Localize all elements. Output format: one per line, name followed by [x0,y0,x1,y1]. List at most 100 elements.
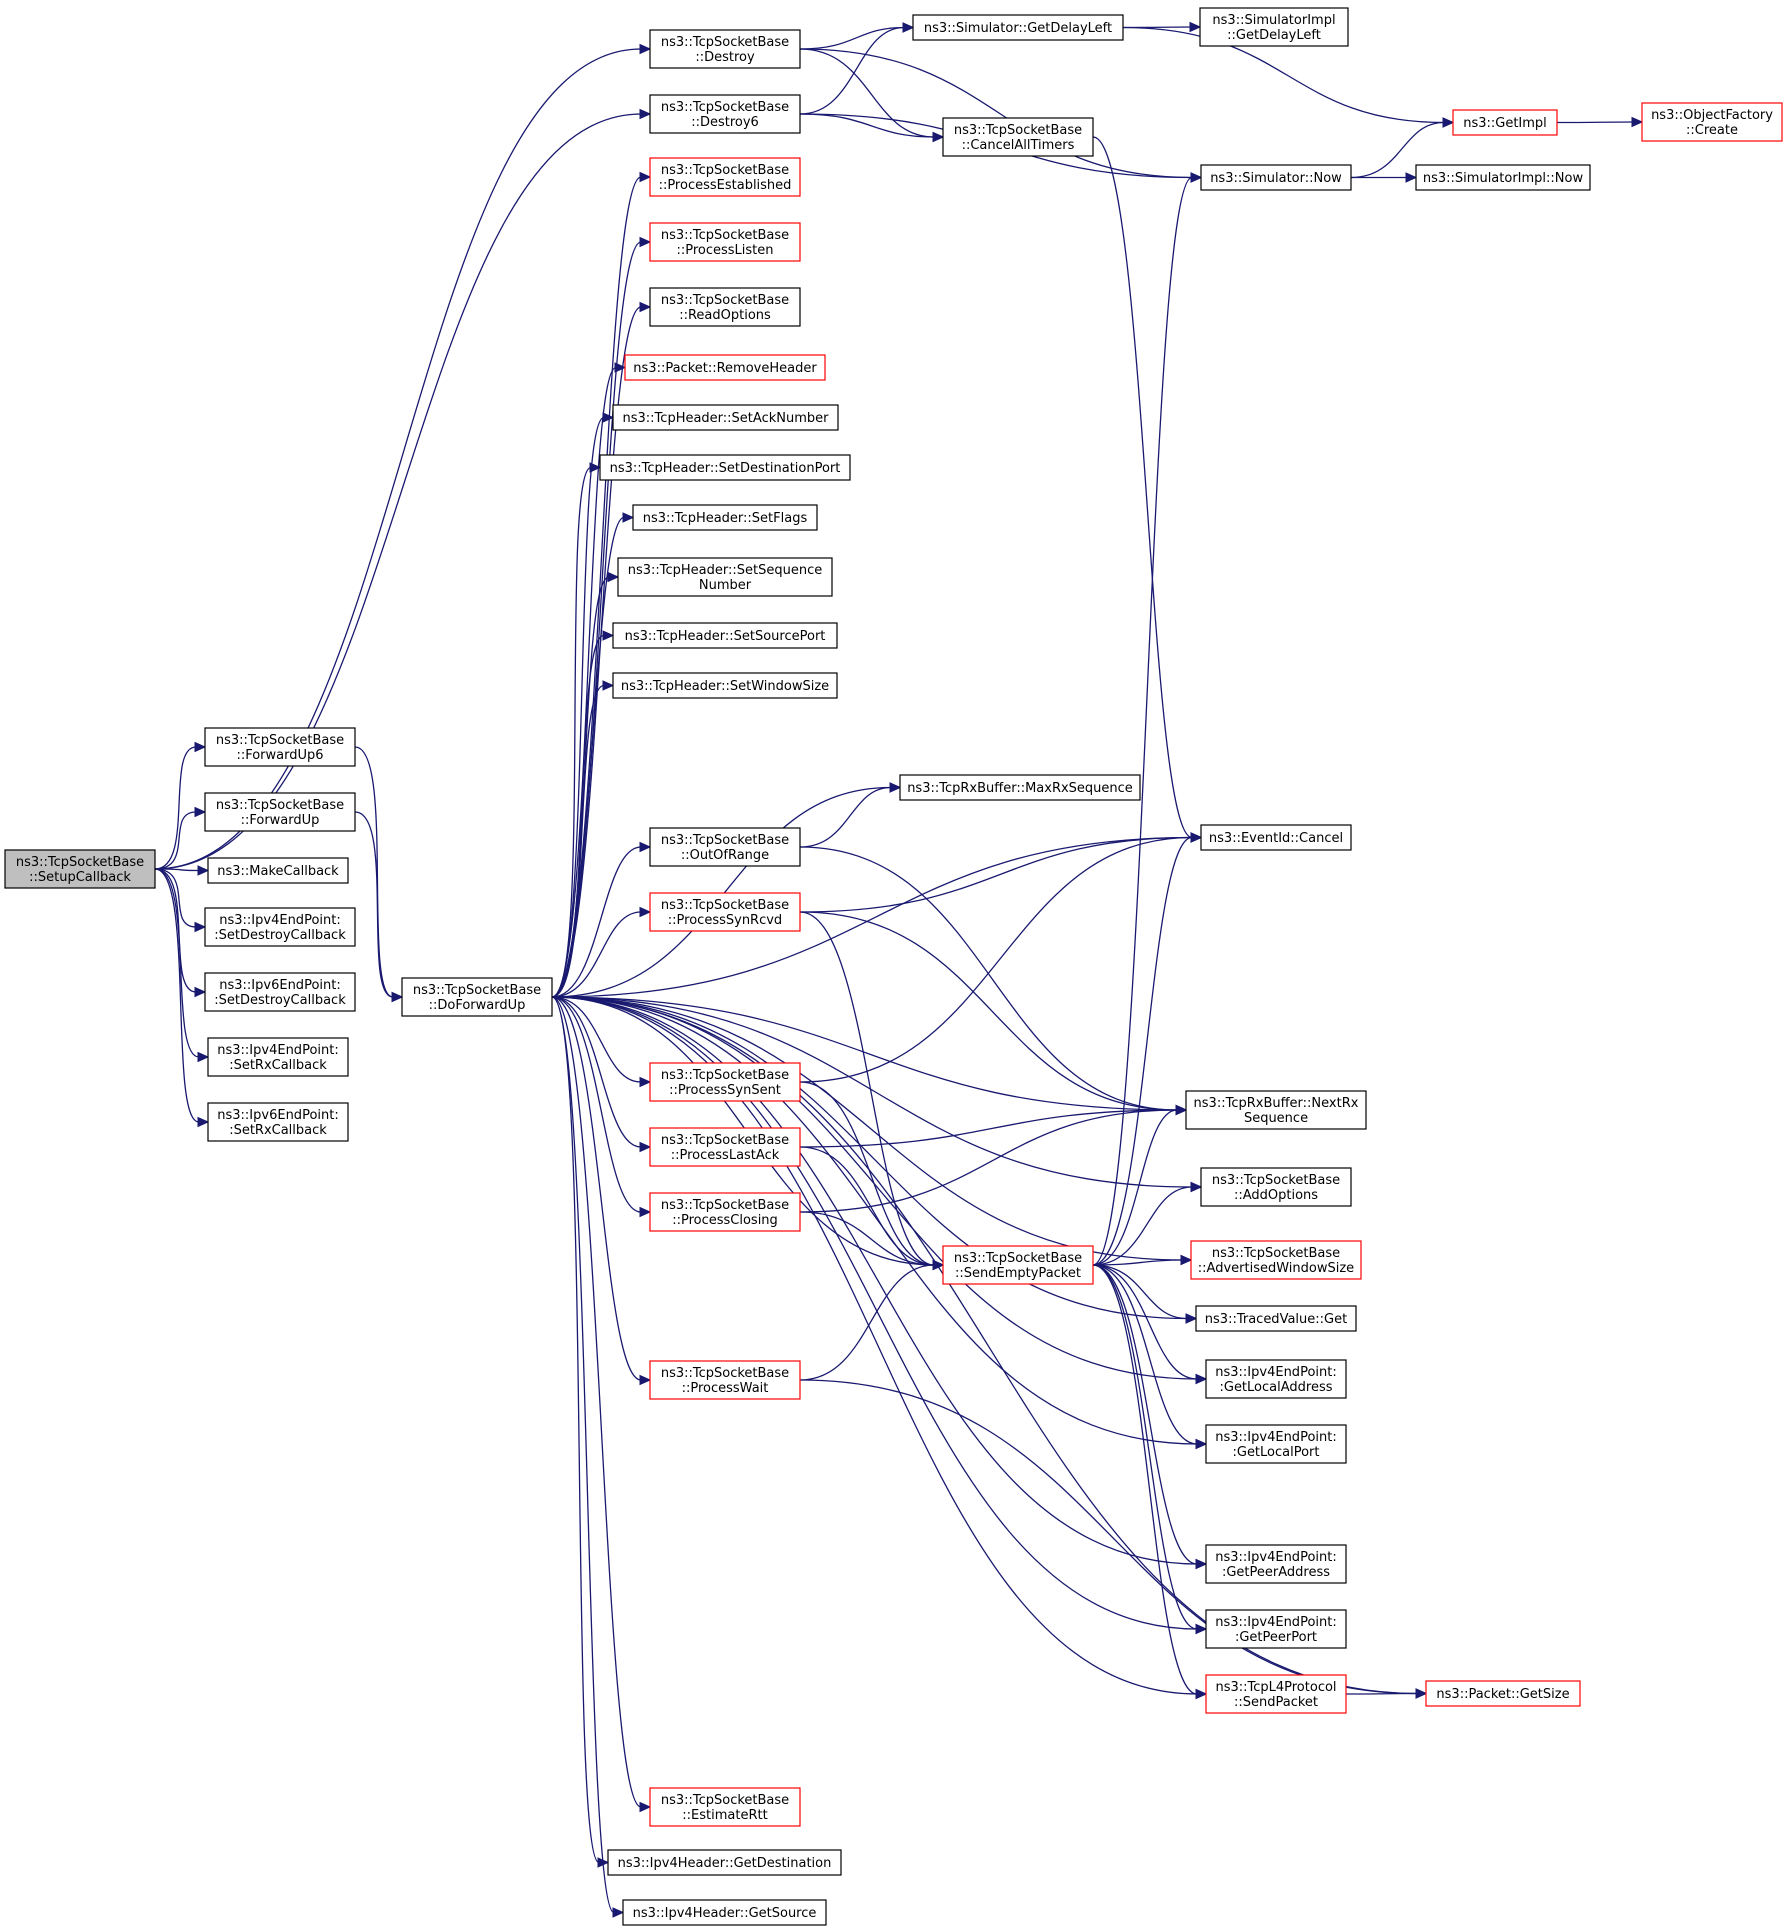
edge-processsynsent-to-eventcancel [799,832,1203,1083]
node-getlocaladdr[interactable]: ns3::Ipv4EndPoint::GetLocalAddress [1205,1359,1347,1399]
node-label-line: ns3::Ipv4EndPoint: [1215,1550,1336,1565]
edge-destroy-to-cancelalltimers [799,48,945,143]
node-label-line: ::CancelAllTimers [962,138,1075,153]
node-processestablished[interactable]: ns3::TcpSocketBase::ProcessEstablished [649,157,801,197]
node-label-line: ns3::TcpL4Protocol [1215,1680,1336,1695]
node-label-line: ns3::TcpSocketBase [661,163,789,178]
node-destroy6[interactable]: ns3::TcpSocketBase::Destroy6 [649,94,801,134]
node-label-line: ns3::EventId::Cancel [1209,831,1343,846]
node-objectfactorycreate[interactable]: ns3::ObjectFactory::Create [1641,102,1783,142]
node-label-line: :SetDestroyCallback [214,993,346,1008]
node-label-line: ns3::MakeCallback [217,864,339,879]
node-packetgetsize[interactable]: ns3::Packet::GetSize [1425,1680,1581,1707]
node-simnow[interactable]: ns3::Simulator::Now [1200,164,1352,191]
node-label-line: ns3::Ipv4EndPoint: [219,913,340,928]
node-label-line: ns3::TcpSocketBase [661,1068,789,1083]
node-label-line: ::GetDelayLeft [1227,28,1321,43]
edge-outofrange-to-maxrxsequence [799,782,902,848]
node-ipv4setdestroy[interactable]: ns3::Ipv4EndPoint::SetDestroyCallback [204,907,356,947]
edge-doforwardup-to-processlastack [551,996,652,1153]
node-advwindowsize[interactable]: ns3::TcpSocketBase::AdvertisedWindowSize [1190,1240,1362,1280]
node-getpeeraddr[interactable]: ns3::Ipv4EndPoint::GetPeerAddress [1205,1544,1347,1584]
node-implnow[interactable]: ns3::SimulatorImpl::Now [1415,164,1591,191]
node-estimatertt[interactable]: ns3::TcpSocketBase::EstimateRtt [649,1787,801,1827]
edge-doforwardup-to-processclosing [551,996,652,1218]
node-processclosing[interactable]: ns3::TcpSocketBase::ProcessClosing [649,1192,801,1232]
node-label-line: Sequence [1244,1111,1308,1126]
node-label-line: ::EstimateRtt [682,1808,767,1823]
node-label-line: ns3::TcpSocketBase [954,123,1082,138]
node-processsynrcvd[interactable]: ns3::TcpSocketBase::ProcessSynRcvd [649,892,801,932]
edge-processsynrcvd-to-sendemptypacket [799,911,945,1271]
node-eventcancel[interactable]: ns3::EventId::Cancel [1200,824,1352,851]
node-label-line: ::SetupCallback [29,870,131,885]
node-doforwardup[interactable]: ns3::TcpSocketBase::DoForwardUp [401,977,553,1017]
node-label-line: ns3::TcpHeader::SetFlags [643,511,808,526]
node-forwardup6[interactable]: ns3::TcpSocketBase::ForwardUp6 [204,727,356,767]
node-label-line: ns3::SimulatorImpl [1212,13,1335,28]
edge-cancelalltimers-to-eventcancel [1092,136,1203,843]
node-makecallback[interactable]: ns3::MakeCallback [207,857,349,884]
node-forwardup[interactable]: ns3::TcpSocketBase::ForwardUp [204,792,356,832]
node-getimpl[interactable]: ns3::GetImpl [1452,109,1558,136]
node-label-line: ns3::TcpSocketBase [1212,1173,1340,1188]
node-label-line: ns3::Simulator::Now [1210,171,1342,186]
edge-doforwardup-to-processsynsent [551,996,652,1088]
node-label-line: ns3::TcpSocketBase [216,733,344,748]
edge-sendemptypacket-to-getpeerport [1092,1264,1208,1635]
node-ipv6setrx[interactable]: ns3::Ipv6EndPoint::SetRxCallback [207,1102,349,1142]
node-implgetdelayleft[interactable]: ns3::SimulatorImpl::GetDelayLeft [1199,7,1349,47]
node-label-line: ::ProcessSynRcvd [668,913,782,928]
node-processwait[interactable]: ns3::TcpSocketBase::ProcessWait [649,1360,801,1400]
node-label-line: ns3::TcpSocketBase [661,1133,789,1148]
node-processlastack[interactable]: ns3::TcpSocketBase::ProcessLastAck [649,1127,801,1167]
node-getdestination[interactable]: ns3::Ipv4Header::GetDestination [607,1849,842,1876]
node-getdelayleft[interactable]: ns3::Simulator::GetDelayLeft [912,14,1124,41]
node-getlocalport[interactable]: ns3::Ipv4EndPoint::GetLocalPort [1205,1424,1347,1464]
node-label-line: ::ProcessWait [682,1381,769,1396]
node-label-line: ::ProcessSynSent [669,1083,781,1098]
node-setup[interactable]: ns3::TcpSocketBase::SetupCallback [4,849,156,889]
node-label-line: ::ProcessListen [676,243,773,258]
edge-doforwardup-to-maxrxsequence [551,782,902,998]
node-ipv6setdestroy[interactable]: ns3::Ipv6EndPoint::SetDestroyCallback [204,972,356,1012]
node-label-line: ns3::Ipv4EndPoint: [1215,1615,1336,1630]
node-getpeerport[interactable]: ns3::Ipv4EndPoint::GetPeerPort [1205,1609,1347,1649]
node-ipv4setrx[interactable]: ns3::Ipv4EndPoint::SetRxCallback [207,1037,349,1077]
node-label-line: ns3::TcpSocketBase [661,293,789,308]
node-label-line: ::AdvertisedWindowSize [1198,1261,1354,1276]
node-processlisten[interactable]: ns3::TcpSocketBase::ProcessListen [649,222,801,262]
node-setsourceport[interactable]: ns3::TcpHeader::SetSourcePort [612,622,838,649]
edge-setup-to-ipv4setdestroy [154,868,207,933]
node-setdestport[interactable]: ns3::TcpHeader::SetDestinationPort [599,454,851,481]
node-outofrange[interactable]: ns3::TcpSocketBase::OutOfRange [649,827,801,867]
node-l4sendpacket[interactable]: ns3::TcpL4Protocol::SendPacket [1205,1674,1347,1714]
edge-setup-to-forwardup6 [154,741,207,870]
node-maxrxsequence[interactable]: ns3::TcpRxBuffer::MaxRxSequence [899,774,1141,801]
edge-doforwardup-to-setwindowsize [551,680,615,998]
node-label-line: ns3::SimulatorImpl::Now [1423,171,1584,186]
node-readoptions[interactable]: ns3::TcpSocketBase::ReadOptions [649,287,801,327]
node-setflags[interactable]: ns3::TcpHeader::SetFlags [632,504,818,531]
node-tracedget[interactable]: ns3::TracedValue::Get [1195,1305,1357,1332]
node-label-line: ns3::TcpSocketBase [661,35,789,50]
node-removeheader[interactable]: ns3::Packet::RemoveHeader [624,354,826,381]
node-label-line: ns3::TcpSocketBase [413,983,541,998]
edge-sendemptypacket-to-getlocalport [1092,1264,1208,1450]
node-cancelalltimers[interactable]: ns3::TcpSocketBase::CancelAllTimers [942,117,1094,157]
node-label-line: ns3::TcpSocketBase [216,798,344,813]
node-label-line: ns3::TcpSocketBase [661,1366,789,1381]
node-addoptions[interactable]: ns3::TcpSocketBase::AddOptions [1200,1167,1352,1207]
node-setacknumber[interactable]: ns3::TcpHeader::SetAckNumber [612,404,839,431]
node-label-line: ns3::TcpSocketBase [954,1251,1082,1266]
node-processsynsent[interactable]: ns3::TcpSocketBase::ProcessSynSent [649,1062,801,1102]
edge-sendemptypacket-to-nextrxseq [1092,1104,1188,1266]
node-destroy[interactable]: ns3::TcpSocketBase::Destroy [649,29,801,69]
node-setwindowsize[interactable]: ns3::TcpHeader::SetWindowSize [612,672,838,699]
node-label-line: ns3::Simulator::GetDelayLeft [924,21,1112,36]
node-getsource[interactable]: ns3::Ipv4Header::GetSource [622,1899,827,1926]
node-sendemptypacket[interactable]: ns3::TcpSocketBase::SendEmptyPacket [942,1245,1094,1285]
